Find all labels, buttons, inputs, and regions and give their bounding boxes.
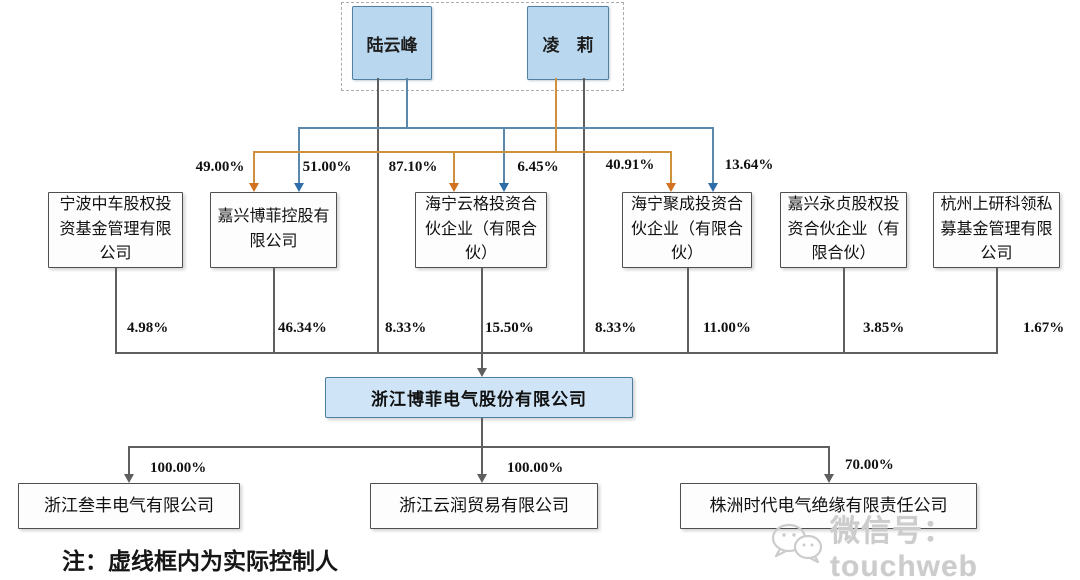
- ownership-percent-label: 8.33%: [385, 320, 427, 336]
- company-box: 浙江博菲电气股份有限公司: [325, 377, 633, 418]
- connector-line: [453, 151, 455, 184]
- ownership-percent-label: 100.00%: [507, 460, 564, 476]
- arrow-down-icon: [708, 183, 718, 192]
- diagram-footnote: 注：虚线框内为实际控制人: [62, 549, 338, 574]
- ownership-percent-label: 11.00%: [703, 320, 751, 336]
- ownership-percent-label: 15.50%: [485, 320, 534, 336]
- connector-line: [555, 78, 557, 153]
- ownership-percent-label: 4.98%: [127, 320, 169, 336]
- connector-line: [843, 268, 845, 354]
- connector-line: [128, 446, 830, 448]
- ownership-percent-label: 1.67%: [1023, 320, 1065, 336]
- connector-line: [115, 268, 117, 354]
- actual-controller-dashed-frame: [341, 2, 624, 91]
- connector-line: [583, 78, 585, 353]
- connector-line: [481, 268, 483, 354]
- arrow-down-icon: [499, 183, 509, 192]
- connector-line: [481, 352, 483, 369]
- ownership-percent-label: 3.85%: [863, 320, 905, 336]
- connector-line: [406, 78, 408, 129]
- ownership-percent-label: 13.64%: [724, 157, 774, 173]
- ownership-percent-label: 51.00%: [302, 159, 352, 175]
- ownership-percent-label: 6.45%: [517, 159, 559, 175]
- ownership-percent-label: 46.34%: [278, 320, 327, 336]
- ownership-percent-label: 87.10%: [388, 159, 438, 175]
- arrow-down-icon: [449, 183, 459, 192]
- subsidiary-box: 浙江叁丰电气有限公司: [18, 483, 240, 529]
- connector-line: [828, 446, 830, 475]
- connector-line: [253, 151, 672, 153]
- arrow-down-icon: [294, 183, 304, 192]
- shareholder-box: 嘉兴博菲控股有限公司: [210, 192, 337, 268]
- ownership-percent-label: 40.91%: [605, 157, 655, 173]
- connector-line: [253, 151, 255, 184]
- connector-line: [273, 268, 275, 354]
- arrow-down-icon: [124, 474, 134, 483]
- connector-line: [128, 446, 130, 475]
- connector-line: [670, 151, 672, 184]
- watermark-text: 微信号：touchweb: [830, 515, 978, 580]
- arrow-down-icon: [666, 183, 676, 192]
- shareholder-box: 杭州上研科领私募基金管理有限公司: [933, 192, 1060, 268]
- connector-line: [377, 78, 379, 353]
- ownership-percent-label: 70.00%: [845, 457, 894, 473]
- connector-line: [687, 268, 689, 354]
- connector-line: [115, 352, 998, 354]
- connector-line: [298, 127, 714, 129]
- connector-line: [503, 127, 505, 184]
- controller-box-ling-li: 凌 莉: [527, 6, 609, 80]
- ownership-percent-label: 100.00%: [150, 460, 207, 476]
- connector-line: [996, 268, 998, 354]
- arrow-down-icon: [477, 368, 487, 377]
- arrow-down-icon: [824, 474, 834, 483]
- shareholder-box: 宁波中车股权投资基金管理有限公司: [48, 192, 183, 268]
- subsidiary-box: 浙江云润贸易有限公司: [370, 483, 598, 529]
- arrow-down-icon: [249, 183, 259, 192]
- ownership-percent-label: 49.00%: [195, 159, 245, 175]
- shareholder-box: 海宁云格投资合伙企业（有限合伙）: [415, 192, 547, 268]
- connector-line: [298, 127, 300, 184]
- shareholder-box: 海宁聚成投资合伙企业（有限合伙）: [622, 192, 752, 268]
- watermark: 微信号：touchweb: [770, 506, 1080, 580]
- ownership-percent-label: 8.33%: [595, 320, 637, 336]
- arrow-down-icon: [477, 474, 487, 483]
- controller-box-lu-yunfeng: 陆云峰: [352, 6, 432, 80]
- connector-line: [712, 127, 714, 184]
- shareholder-box: 嘉兴永贞股权投资合伙企业（有限合伙）: [780, 192, 907, 268]
- wechat-icon: [770, 521, 824, 570]
- subsidiary-box: 株洲时代电气绝缘有限责任公司: [680, 483, 977, 529]
